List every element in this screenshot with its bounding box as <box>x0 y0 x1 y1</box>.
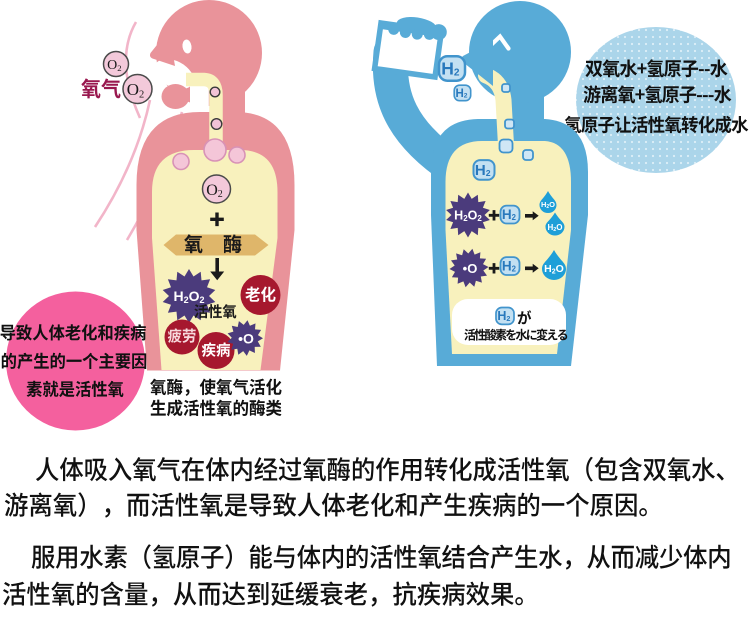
svg-text:H2O2: H2O2 <box>454 209 482 224</box>
svg-text:•O: •O <box>238 331 254 347</box>
svg-text:H2O: H2O <box>547 223 562 233</box>
svg-text:H2O: H2O <box>544 263 564 275</box>
svg-text:•O: •O <box>463 261 478 276</box>
svg-text:H2O2: H2O2 <box>173 288 204 305</box>
svg-text:H2O: H2O <box>541 200 555 210</box>
